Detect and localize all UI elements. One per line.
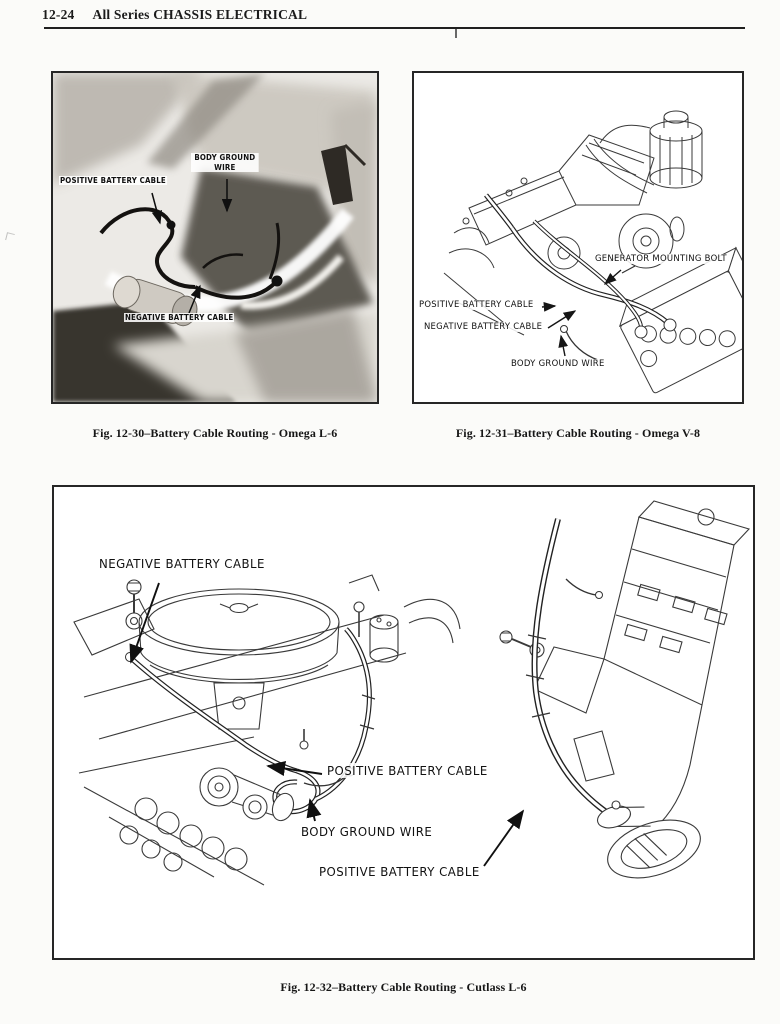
left-view-freeze-plugs <box>83 786 265 886</box>
fig31-artwork <box>443 110 742 394</box>
right-view-cable <box>525 518 617 821</box>
label-positive-battery-cable-bottom: POSITIVE BATTERY CABLE <box>318 864 481 879</box>
figure-12-30-caption: Fig. 12-30–Battery Cable Routing - Omega… <box>92 426 338 440</box>
engine-v8 <box>443 110 703 336</box>
left-view-cables <box>125 627 376 815</box>
header-rule <box>44 27 745 29</box>
label-negative-battery-cable: NEGATIVE BATTERY CABLE <box>98 556 266 571</box>
fig30-artwork <box>53 73 377 402</box>
label-generator-mounting-bolt: GENERATOR MOUNTING BOLT <box>594 254 728 264</box>
page-title: All Series CHASSIS ELECTRICAL <box>92 7 308 22</box>
label-body-ground-wire: BODY GROUND WIRE <box>510 359 606 369</box>
label-body-ground-wire: BODY GROUND WIRE <box>191 153 259 172</box>
left-view-engine-top <box>73 574 461 774</box>
label-body-ground-wire: BODY GROUND WIRE <box>300 824 434 839</box>
scan-artifact-tick <box>455 29 457 38</box>
battery <box>618 246 742 394</box>
right-view-starter <box>596 800 701 879</box>
label-negative-battery-cable: NEGATIVE BATTERY CABLE <box>124 313 235 322</box>
label-positive-battery-cable: POSITIVE BATTERY CABLE <box>418 300 535 310</box>
leader-arrows <box>129 582 525 867</box>
label-negative-battery-cable: NEGATIVE BATTERY CABLE <box>423 322 544 332</box>
figure-12-32: NEGATIVE BATTERY CABLE POSITIVE BATTERY … <box>52 485 755 960</box>
scan-artifact-mark <box>5 232 15 242</box>
figure-12-31-caption: Fig. 12-31–Battery Cable Routing - Omega… <box>455 426 701 440</box>
left-view-starter <box>199 767 295 822</box>
hood-bracket <box>321 143 367 205</box>
page-number: 12-24 <box>42 7 75 22</box>
right-view-engine-side <box>499 500 751 830</box>
leader-arrows <box>151 179 233 314</box>
figure-12-32-caption: Fig. 12-32–Battery Cable Routing - Cutla… <box>280 980 527 994</box>
page-header: 12-24 All Series CHASSIS ELECTRICAL <box>42 7 307 23</box>
label-positive-battery-cable-mid: POSITIVE BATTERY CABLE <box>326 763 489 778</box>
figure-12-31: GENERATOR MOUNTING BOLT POSITIVE BATTERY… <box>412 71 744 404</box>
label-positive-battery-cable: POSITIVE BATTERY CABLE <box>59 176 167 185</box>
battery-cables <box>99 207 283 300</box>
figure-12-30: POSITIVE BATTERY CABLE BODY GROUND WIRE … <box>51 71 379 404</box>
leader-arrows <box>541 269 622 357</box>
battery-cables <box>484 193 677 361</box>
